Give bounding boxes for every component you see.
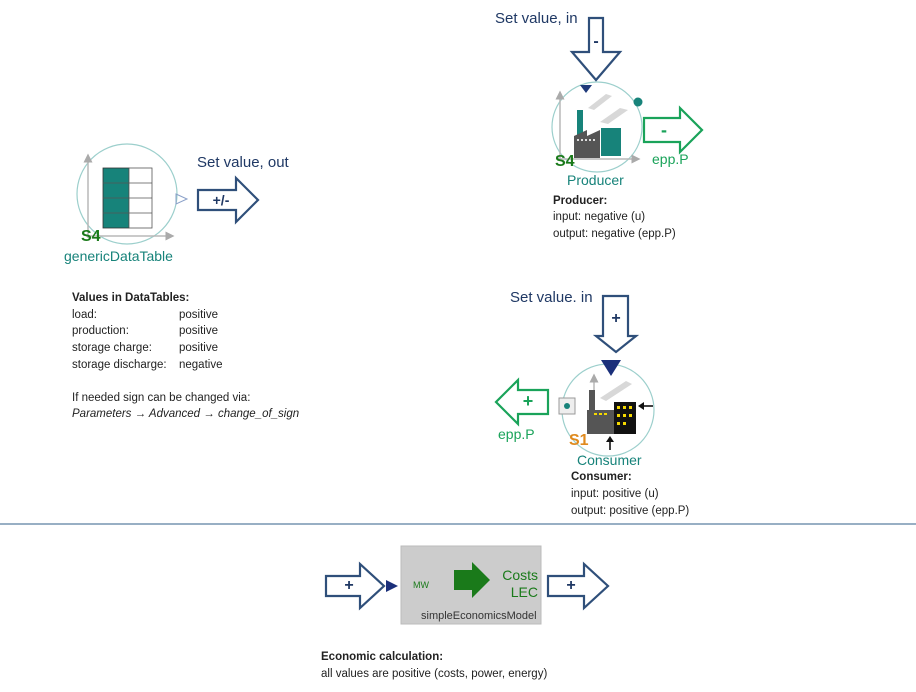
producer-out-sign: - <box>661 120 667 140</box>
set-value-out-label: Set value, out <box>197 154 289 171</box>
datatable-name: genericDataTable <box>64 248 173 264</box>
producer-note-line2: output: negative (epp.P) <box>553 228 676 240</box>
producer-note-line1: input: negative (u) <box>553 211 646 223</box>
econ-input-label: MW <box>413 580 429 590</box>
consumer-note-line1: input: positive (u) <box>571 488 659 500</box>
datatables-row-key: production: <box>72 325 129 337</box>
econ-output-costs: Costs <box>502 567 538 583</box>
economics-note-title: Economic calculation: <box>321 651 444 663</box>
producer-ref: S4 <box>555 153 575 170</box>
producer-out-arrow <box>642 105 704 155</box>
econ-out-arrow <box>546 561 610 611</box>
datatables-row-key: storage charge: <box>72 342 152 354</box>
datatable-out-arrow <box>196 175 260 225</box>
consumer-ref: S1 <box>569 432 589 449</box>
econ-output-lec: LEC <box>510 584 538 600</box>
econ-in-arrow <box>324 561 386 611</box>
producer-note-title: Producer: <box>553 195 608 207</box>
consumer-out-arrow <box>494 377 550 427</box>
datatable-out-sign: +/- <box>212 192 230 208</box>
set-value-in-producer-label: Set value, in <box>495 10 578 27</box>
datatables-hint: If needed sign can be changed via: <box>72 392 251 404</box>
datatables-row-value: positive <box>179 325 218 337</box>
producer-in-sign: - <box>593 33 599 50</box>
datatable-block[interactable] <box>76 143 189 245</box>
econ-input-port <box>386 580 398 592</box>
econ-out-sign: + <box>566 577 576 594</box>
econ-name: simpleEconomicsModel <box>421 610 537 622</box>
producer-block[interactable] <box>551 81 643 173</box>
datatables-row-key: storage discharge: <box>72 359 167 371</box>
economics-block[interactable] <box>400 545 542 625</box>
epp-p-consumer-label: epp.P <box>498 426 535 442</box>
consumer-note-title: Consumer: <box>571 471 632 483</box>
datatables-hint-path: Parameters → Advanced → change_of_sign <box>72 408 300 420</box>
datatable-ref: S4 <box>81 228 101 245</box>
econ-in-sign: + <box>344 577 354 594</box>
datatables-row-value: positive <box>179 309 218 321</box>
epp-p-producer-label: epp.P <box>652 151 689 167</box>
datatables-note-title: Values in DataTables: <box>72 292 190 304</box>
datatables-row-key: load: <box>72 309 97 321</box>
producer-name: Producer <box>567 172 624 188</box>
consumer-block[interactable] <box>558 360 655 457</box>
consumer-in-arrow <box>592 294 640 354</box>
economics-note-line1: all values are positive (costs, power, e… <box>321 668 548 680</box>
consumer-in-sign: + <box>611 310 621 327</box>
consumer-note-line2: output: positive (epp.P) <box>571 505 690 517</box>
consumer-out-sign: + <box>522 391 534 411</box>
producer-in-arrow <box>569 16 623 82</box>
consumer-name: Consumer <box>577 452 642 468</box>
datatables-row-value: positive <box>179 342 218 354</box>
datatables-row-value: negative <box>179 359 223 371</box>
set-value-in-consumer-label: Set value. in <box>510 289 593 306</box>
